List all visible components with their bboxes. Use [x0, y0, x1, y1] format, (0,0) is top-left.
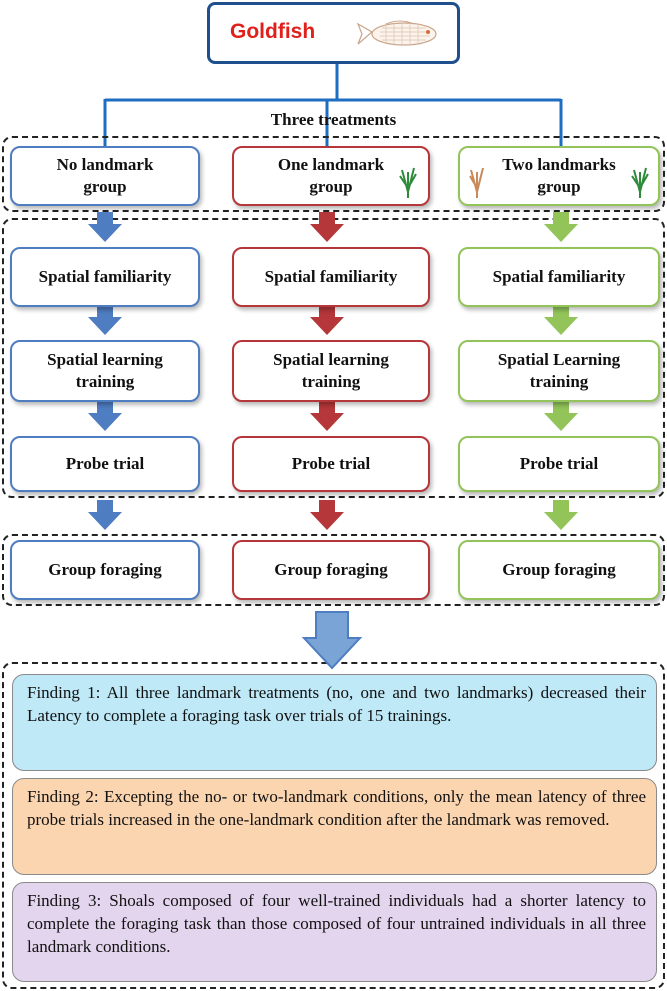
finding-1-text: Finding 1: All three landmark treatments… — [27, 683, 646, 725]
red-group-foraging: Group foraging — [232, 540, 430, 600]
red-familiarity-label: Spatial familiarity — [264, 267, 398, 286]
red-spatial-familiarity: Spatial familiarity — [232, 247, 430, 307]
root-label: Goldfish — [230, 20, 316, 43]
blue-spatial-familiarity: Spatial familiarity — [10, 247, 200, 307]
green-familiarity-label: Spatial familiarity — [492, 267, 626, 286]
blue-group-foraging: Group foraging — [10, 540, 200, 600]
green-probe-label: Probe trial — [519, 454, 599, 473]
blue-training-label: Spatial learning training — [47, 350, 163, 391]
blue-spatial-learning-training: Spatial learning training — [10, 340, 200, 402]
group-one-landmark-label: One landmark group — [277, 155, 385, 196]
finding-1: Finding 1: All three landmark treatments… — [12, 674, 657, 771]
red-probe-trial: Probe trial — [232, 436, 430, 492]
blue-probe-trial: Probe trial — [10, 436, 200, 492]
finding-2: Finding 2: Excepting the no- or two-land… — [12, 778, 657, 875]
green-probe-trial: Probe trial — [458, 436, 660, 492]
root-box: Goldfish — [207, 2, 460, 64]
blue-familiarity-label: Spatial familiarity — [38, 267, 172, 286]
foraging-enclosure — [2, 534, 665, 606]
green-foraging-label: Group foraging — [502, 560, 616, 579]
blue-foraging-label: Group foraging — [48, 560, 162, 579]
red-training-label: Spatial learning training — [273, 350, 389, 391]
green-training-label: Spatial Learning training — [497, 350, 621, 391]
green-group-foraging: Group foraging — [458, 540, 660, 600]
red-foraging-label: Group foraging — [274, 560, 388, 579]
finding-3: Finding 3: Shoals composed of four well-… — [12, 882, 657, 982]
red-spatial-learning-training: Spatial learning training — [232, 340, 430, 402]
treatments-enclosure — [2, 136, 665, 212]
blue-probe-label: Probe trial — [65, 454, 145, 473]
group-two-landmarks: Two landmarks group — [458, 146, 660, 206]
green-spatial-learning-training: Spatial Learning training — [458, 340, 660, 402]
plant-icon — [469, 167, 484, 198]
group-one-landmark: One landmark group — [232, 146, 430, 206]
green-spatial-familiarity: Spatial familiarity — [458, 247, 660, 307]
tree-connectors — [103, 64, 563, 146]
finding-3-text: Finding 3: Shoals composed of four well-… — [27, 891, 646, 956]
group-no-landmark-label: No landmark group — [56, 155, 154, 196]
finding-2-text: Finding 2: Excepting the no- or two-land… — [27, 787, 646, 829]
treatments-label: Three treatments — [270, 110, 397, 129]
plant-icon — [631, 167, 649, 198]
group-no-landmark: No landmark group — [10, 146, 200, 206]
plant-icon — [399, 167, 417, 198]
goldfish-icon — [356, 20, 437, 46]
red-probe-label: Probe trial — [291, 454, 371, 473]
group-two-landmarks-label: Two landmarks group — [502, 155, 616, 196]
